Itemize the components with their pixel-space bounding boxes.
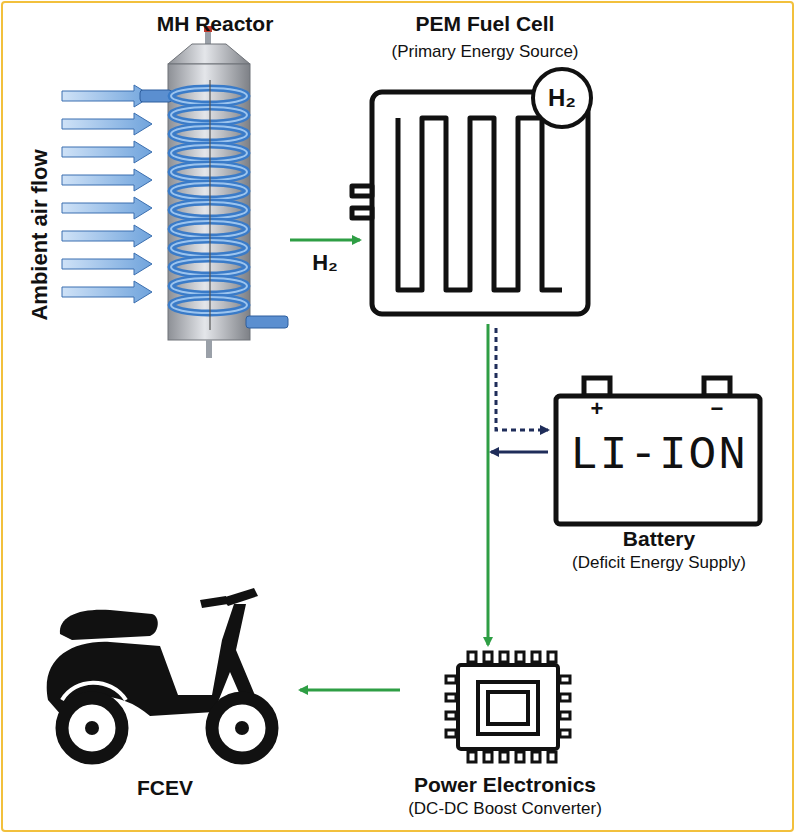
flow-arrow	[487, 324, 490, 645]
node-text: −	[711, 396, 724, 422]
mh-reactor-drawing	[140, 26, 288, 358]
vehicle-node: FCEV	[30, 560, 300, 822]
flow-arrow	[290, 239, 360, 242]
chip-icon	[446, 652, 570, 762]
battery-icon	[556, 378, 760, 524]
hydrogen-symbol: H₂	[548, 84, 576, 112]
flow-arrow	[300, 689, 400, 692]
node-title: Power Electronics	[414, 773, 596, 797]
node-text: (Primary Energy Source)	[391, 42, 578, 62]
node-title: PEM Fuel Cell	[416, 12, 555, 36]
node-text: LI-ION	[570, 430, 748, 482]
edge-label: H₂	[312, 250, 338, 276]
node-text: Battery	[623, 527, 695, 551]
fuel-cell-icon	[352, 69, 591, 314]
reactor-node: MH Reactor	[140, 6, 290, 360]
node-title: +	[591, 396, 604, 422]
flow-arrow	[491, 451, 548, 454]
battery-node: + − LI-ION Battery(Deficit Energy Supply)	[548, 372, 770, 578]
node-text: (DC-DC Boost Converter)	[408, 799, 602, 819]
air-flow-label: Ambient air flow	[27, 149, 53, 320]
flow-arrow	[496, 328, 548, 430]
node-text: (Deficit Energy Supply)	[572, 553, 746, 573]
fuel-cell-node: PEM Fuel Cell (Primary Energy Source)	[360, 6, 610, 324]
scooter-icon	[47, 588, 272, 758]
node-title: MH Reactor	[157, 12, 274, 36]
converter-node: Power Electronics(DC-DC Boost Converter)	[400, 645, 610, 827]
air-arrows	[62, 85, 152, 303]
node-title: FCEV	[137, 776, 193, 800]
